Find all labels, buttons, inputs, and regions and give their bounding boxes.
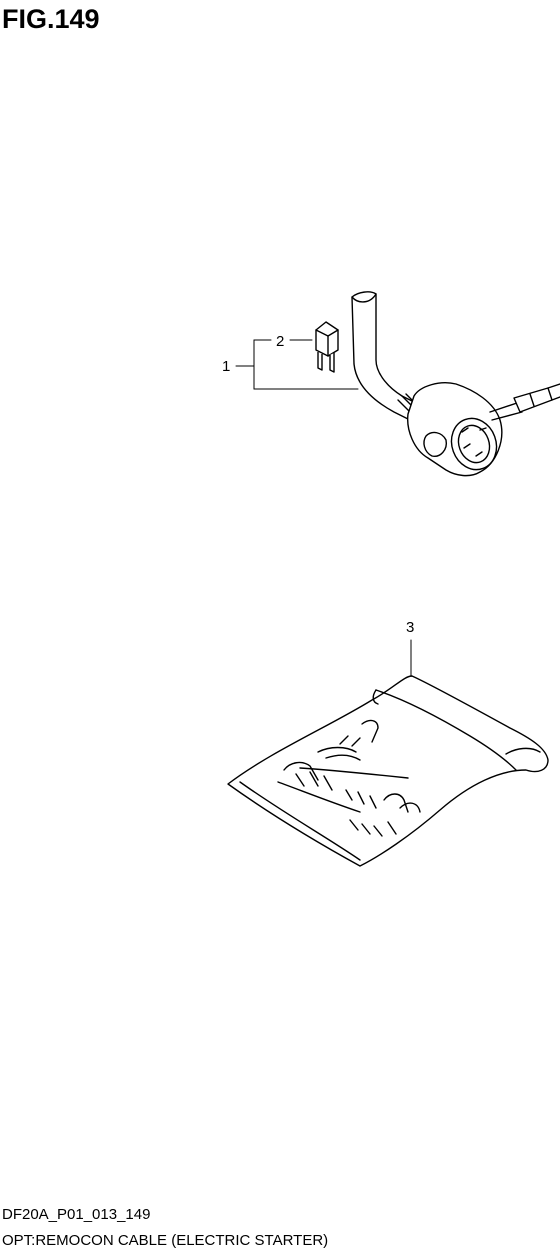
figure-code: DF20A_P01_013_149 [2,1206,151,1223]
figure-description: OPT:REMOCON CABLE (ELECTRIC STARTER) [2,1232,329,1249]
cable-harness-icon [351,291,560,477]
callout-2: 2 [276,333,284,350]
callout-1: 1 [222,358,230,375]
bag-icon [227,675,549,867]
callout-3: 3 [406,619,414,636]
figure-title: FIG.149 [2,4,100,34]
callout-1-leader [235,339,359,390]
fuse-icon [315,321,339,373]
